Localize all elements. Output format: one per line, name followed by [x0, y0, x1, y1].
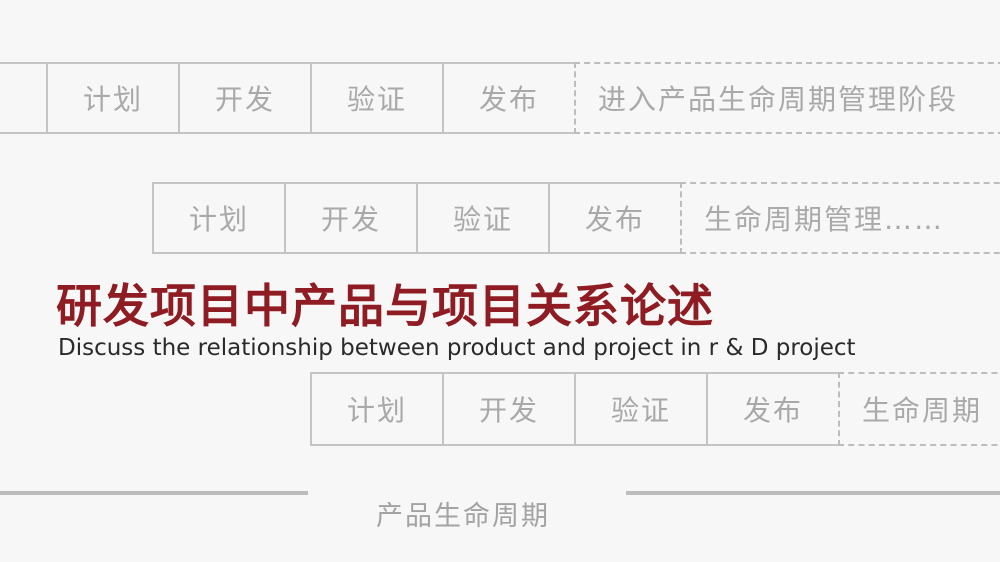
row3-stage-plan: 计划 [310, 372, 444, 446]
row1-stage-develop: 开发 [178, 62, 312, 134]
row2-stage-develop: 开发 [284, 182, 418, 254]
row1-stage-release: 发布 [442, 62, 576, 134]
title-english: Discuss the relationship between product… [58, 335, 856, 361]
title-chinese: 研发项目中产品与项目关系论述 [56, 279, 714, 333]
lifecycle-axis-right [626, 491, 1000, 495]
row1-stage-verify: 验证 [310, 62, 444, 134]
row1-lifecycle-phase: 进入产品生命周期管理阶段 [574, 62, 1000, 134]
row2-lifecycle-phase: 生命周期管理…… [680, 182, 1000, 254]
row3-stage-release: 发布 [706, 372, 840, 446]
lifecycle-axis-left [0, 491, 308, 495]
row3-lifecycle-phase: 生命周期 [838, 372, 1000, 446]
row3-stage-develop: 开发 [442, 372, 576, 446]
row2-stage-verify: 验证 [416, 182, 550, 254]
row1-leading-stub [0, 62, 48, 134]
row2-stage-plan: 计划 [152, 182, 286, 254]
row3-stage-verify: 验证 [574, 372, 708, 446]
lifecycle-axis-label: 产品生命周期 [376, 501, 550, 532]
row2-stage-release: 发布 [548, 182, 682, 254]
row1-stage-plan: 计划 [46, 62, 180, 134]
